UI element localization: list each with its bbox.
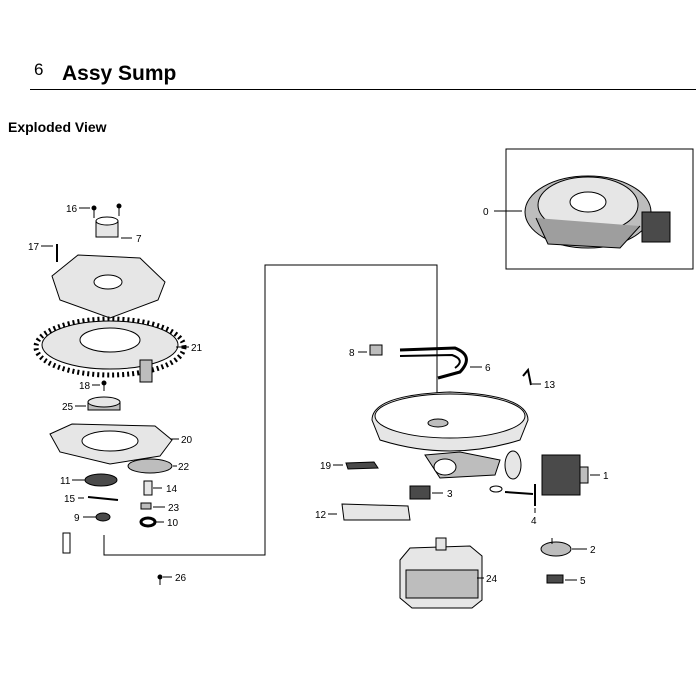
- part-22-impeller: [127, 458, 173, 474]
- sump-side-port: [504, 450, 522, 480]
- callout-15: 15: [64, 494, 76, 505]
- part-5-clip: [546, 574, 564, 584]
- part-20-inlet: [81, 430, 139, 452]
- inset-sump-hub: [569, 191, 607, 213]
- part-24-body: [405, 569, 479, 599]
- assembly-connector-line: [103, 264, 438, 556]
- callout-8: 8: [349, 348, 355, 359]
- callout-14: 14: [166, 484, 178, 495]
- callout-3: 3: [447, 489, 453, 500]
- callout-7: 7: [136, 234, 142, 245]
- callout-25: 25: [62, 402, 74, 413]
- part-25-disc: [87, 396, 121, 408]
- callout-19: 19: [320, 461, 332, 472]
- callout-10: 10: [167, 518, 179, 529]
- callout-4: 4: [531, 516, 537, 527]
- assembled-view-inset: 0: [483, 148, 694, 270]
- part-pin: [62, 532, 71, 554]
- part-23-clip: [140, 502, 152, 510]
- part-26: 26: [157, 573, 187, 585]
- callout-20: 20: [181, 435, 193, 446]
- callout-13: 13: [544, 380, 556, 391]
- right-group: 8 6 13 1 19 3: [315, 344, 609, 609]
- callout-16: 16: [66, 204, 78, 215]
- callout-18: 18: [79, 381, 91, 392]
- section-title: Assy Sump: [62, 62, 177, 85]
- part-2-cap: [540, 541, 572, 557]
- callout-26: 26: [175, 573, 187, 584]
- callout-1: 1: [603, 471, 609, 482]
- part-shaft: [504, 491, 534, 495]
- part-21-outlet: [139, 359, 153, 383]
- part-13-clip: [522, 367, 532, 386]
- view-title: Exploded View: [8, 119, 107, 135]
- part-19-bracket: [345, 461, 379, 470]
- part-6-heater: [399, 346, 468, 380]
- callout-21: 21: [191, 343, 203, 354]
- callout-9: 9: [74, 513, 80, 524]
- part-12-plate: [341, 503, 411, 521]
- part-10-oring: [139, 516, 157, 528]
- page-header: 6 Assy Sump Exploded View: [0, 0, 700, 135]
- callout-5: 5: [580, 576, 586, 587]
- part-24-shaft: [435, 537, 447, 551]
- screw-18: [101, 380, 107, 386]
- callout-11: 11: [60, 476, 71, 487]
- callout-17: 17: [28, 242, 40, 253]
- callout-12: 12: [315, 510, 327, 521]
- inset-sump-base: [535, 217, 641, 249]
- callout-23: 23: [168, 503, 180, 514]
- part-14-stem: [143, 480, 153, 496]
- part-1-motor: [541, 454, 581, 496]
- screw-16a: [91, 205, 97, 211]
- section-number: 6: [34, 60, 44, 79]
- part-11-filter: [84, 473, 118, 487]
- screw-16b: [116, 203, 122, 209]
- callout-6: 6: [485, 363, 491, 374]
- sump-basin-top: [374, 393, 526, 439]
- callout-0: 0: [483, 207, 489, 218]
- callout-2: 2: [590, 545, 596, 556]
- part-8-connector: [369, 344, 383, 356]
- part-gasket: [489, 485, 503, 493]
- part-3-sensor: [409, 485, 431, 500]
- callout-24: 24: [486, 574, 498, 585]
- part-6-heater-inner: [399, 353, 461, 369]
- sump-basin-drain: [427, 418, 449, 428]
- header-rule: [30, 89, 696, 90]
- left-stack: 16 7 17 21 18 25: [28, 203, 203, 554]
- cover-plate-opening: [93, 274, 123, 290]
- callout-22: 22: [178, 462, 190, 473]
- sump-outlet-port: [433, 458, 457, 476]
- part-9-washer: [95, 512, 111, 522]
- inset-motor: [641, 211, 671, 243]
- part-1-motor-cap: [579, 466, 589, 484]
- part-15-bar: [87, 496, 119, 501]
- part-7-rim: [95, 216, 119, 226]
- part-21-hub: [79, 327, 141, 353]
- screw-26: [157, 574, 163, 580]
